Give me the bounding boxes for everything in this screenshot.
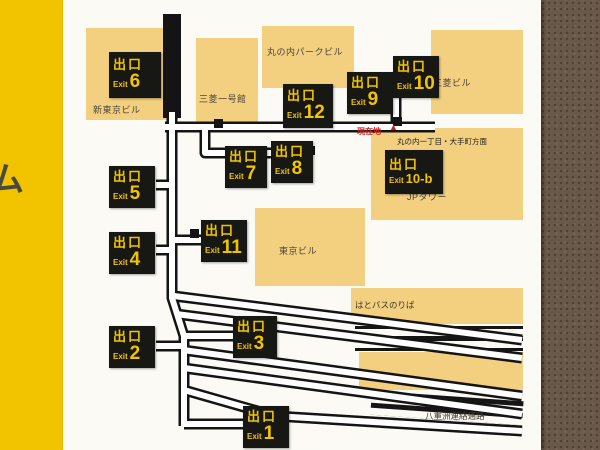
- current-location-label: 現在地: [357, 127, 381, 136]
- exit-en: Exit: [229, 171, 244, 181]
- sign-yellow-edge: ム: [0, 0, 63, 450]
- exit-kanji: 出口: [113, 169, 144, 185]
- exit-number: 4: [129, 248, 141, 270]
- exit-kanji: 出口: [113, 329, 144, 345]
- exit-number: 8: [291, 157, 303, 179]
- label-yaesu-passage: 八重洲連絡通路: [425, 411, 485, 421]
- exit-kanji: 出口: [113, 57, 144, 73]
- exit-kanji: 出口: [397, 59, 428, 75]
- label-jp-tower: JPタワー: [407, 192, 448, 202]
- exit-en: Exit: [237, 341, 252, 351]
- label-marunouchi-park-bldg: 丸の内パークビル: [267, 47, 344, 57]
- exit-en: Exit: [113, 191, 128, 201]
- exit-en: Exit: [287, 110, 302, 120]
- exit-map-panel: 新東京ビル 三菱一号館 丸の内パークビル 三菱ビル JPタワー 東京ビル はとバ…: [63, 0, 541, 450]
- exit-kanji: 出口: [229, 149, 260, 165]
- exit-number: 10-b: [405, 171, 433, 186]
- exit-number: 3: [253, 332, 265, 354]
- exit-en: Exit: [389, 176, 404, 185]
- exit-en: Exit: [275, 166, 290, 176]
- current-location-marker-icon: ▲: [389, 122, 398, 132]
- exit-number: 7: [245, 162, 257, 184]
- exit-en: Exit: [351, 97, 366, 107]
- exit-kanji: 出口: [275, 144, 306, 160]
- exit-en: Exit: [113, 351, 128, 361]
- exit-number: 5: [129, 182, 141, 204]
- exit-number: 6: [129, 70, 141, 92]
- exit-kanji: 出口: [237, 319, 268, 335]
- side-character: ム: [0, 161, 24, 199]
- exit-number: 12: [303, 101, 325, 123]
- exit-en: Exit: [113, 257, 128, 267]
- label-shin-tokyo-bldg: 新東京ビル: [93, 105, 141, 115]
- exit-number: 9: [367, 88, 379, 110]
- exit-number: 2: [129, 342, 141, 364]
- exit-number: 11: [221, 236, 242, 258]
- exit-en: Exit: [113, 79, 128, 89]
- exit-en: Exit: [247, 431, 262, 441]
- exit-kanji: 出口: [389, 157, 420, 173]
- exit-kanji: 出口: [247, 409, 278, 425]
- exit-kanji: 出口: [113, 235, 144, 251]
- exit-kanji: 出口: [287, 88, 318, 104]
- exit-kanji: 出口: [205, 223, 236, 239]
- exit-number: 10: [413, 72, 435, 94]
- exit-en: Exit: [205, 245, 220, 255]
- direction-label: 丸の内一丁目・大手町方面: [397, 137, 487, 146]
- label-hatobus-stop: はとバスのりば: [355, 300, 415, 310]
- exit-kanji: 出口: [351, 75, 382, 91]
- exit-number: 1: [263, 422, 275, 444]
- label-mitsubishi-ichigokan: 三菱一号館: [199, 94, 247, 104]
- label-mitsubishi-bldg: 三菱ビル: [433, 78, 472, 88]
- label-tokyo-bldg: 東京ビル: [279, 246, 318, 256]
- corridor-band: [163, 14, 181, 118]
- exit-en: Exit: [397, 81, 412, 91]
